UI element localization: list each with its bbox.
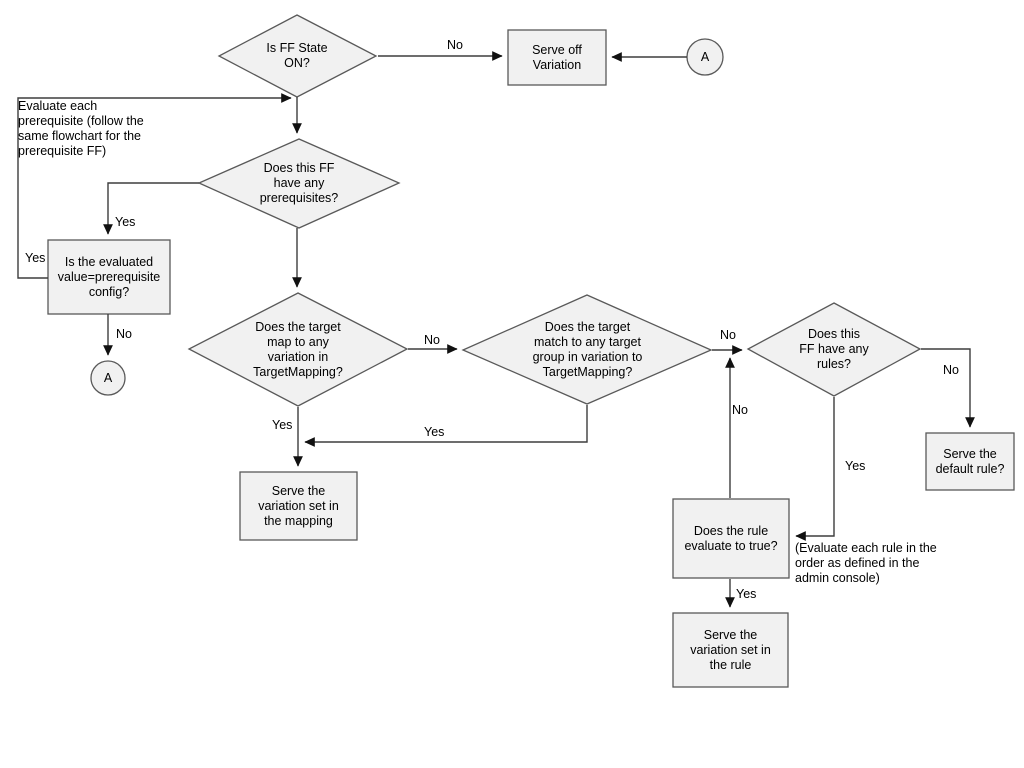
edge-label-target-map-no: No xyxy=(424,333,440,347)
decision-has-prerequisites xyxy=(197,138,401,229)
edge-label-target-map-yes: Yes xyxy=(272,418,293,432)
rule-order-note: (Evaluate each rule in the order as defi… xyxy=(795,541,937,585)
connector-a-left xyxy=(90,360,126,396)
decision-is-ff-state-on xyxy=(217,14,378,98)
edge-has-rules-yes xyxy=(795,397,835,541)
process-serve-variation-rule xyxy=(672,612,789,688)
process-serve-variation-mapping xyxy=(239,471,358,541)
prerequisite-note: Evaluate each prerequisite (follow the s… xyxy=(18,99,144,158)
edge-label-ffstate-no: No xyxy=(447,38,463,52)
edge-label-has-rules-no: No xyxy=(943,363,959,377)
edge-label-rule-eval-no: No xyxy=(732,403,748,417)
edge-label-rule-eval-yes: Yes xyxy=(736,587,757,601)
decision-target-maps-variation xyxy=(187,292,409,407)
edge-label-has-rules-yes: Yes xyxy=(845,459,866,473)
process-serve-default-rule xyxy=(925,432,1015,491)
edge-label-evaluated-no: No xyxy=(116,327,132,341)
edge-prereq-loop xyxy=(17,93,292,279)
decision-has-rules xyxy=(746,302,922,397)
connector-a-top xyxy=(686,38,724,76)
process-rule-evaluates-true xyxy=(672,498,790,579)
edge-target-match-yes xyxy=(304,405,588,447)
edge-label-has-prereq-yes: Yes xyxy=(115,215,136,229)
edge-label-target-match-no: No xyxy=(720,328,736,342)
edge-label-target-match-yes: Yes xyxy=(424,425,445,439)
edge-has-rules-no xyxy=(921,348,975,428)
edge-label-prereq-loop-yes: Yes xyxy=(25,251,46,265)
process-serve-off-variation xyxy=(507,29,607,86)
decision-target-matches-group xyxy=(461,294,713,405)
process-evaluated-equals-config xyxy=(47,239,171,315)
edge-has-prereq-yes xyxy=(103,182,199,235)
